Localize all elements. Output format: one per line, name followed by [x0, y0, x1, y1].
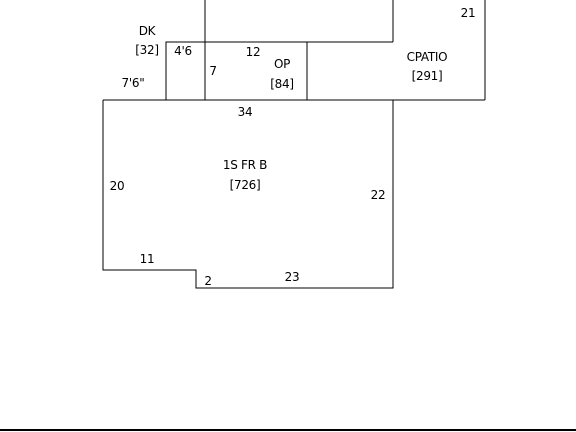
- dim-main-bottom: 23: [285, 270, 300, 284]
- dim-patio-right: 21: [461, 6, 476, 20]
- deck-code: DK: [139, 24, 157, 38]
- porch-size: [84]: [270, 77, 293, 91]
- dim-porch-top: 12: [246, 45, 261, 59]
- dim-deck-height: 7'6": [122, 76, 145, 90]
- dim-main-left: 20: [110, 179, 125, 193]
- main-area-code: 1S FR B: [223, 158, 267, 172]
- patio-size: [291]: [412, 69, 443, 83]
- deck-outline: [165, 41, 205, 100]
- dim-main-notch-top: 11: [140, 252, 155, 266]
- porch-code: OP: [274, 57, 290, 71]
- dim-main-right: 22: [371, 188, 386, 202]
- dim-main-notch-side: 2: [204, 274, 211, 288]
- deck-size: [32]: [135, 43, 158, 57]
- main-area-outline: [102, 99, 394, 289]
- dim-porch-left: 7: [209, 64, 216, 78]
- main-area-size: [726]: [230, 178, 261, 192]
- dim-main-top: 34: [238, 105, 253, 119]
- dim-deck-width: 4'6: [174, 44, 192, 58]
- patio-code: CPATIO: [407, 50, 448, 64]
